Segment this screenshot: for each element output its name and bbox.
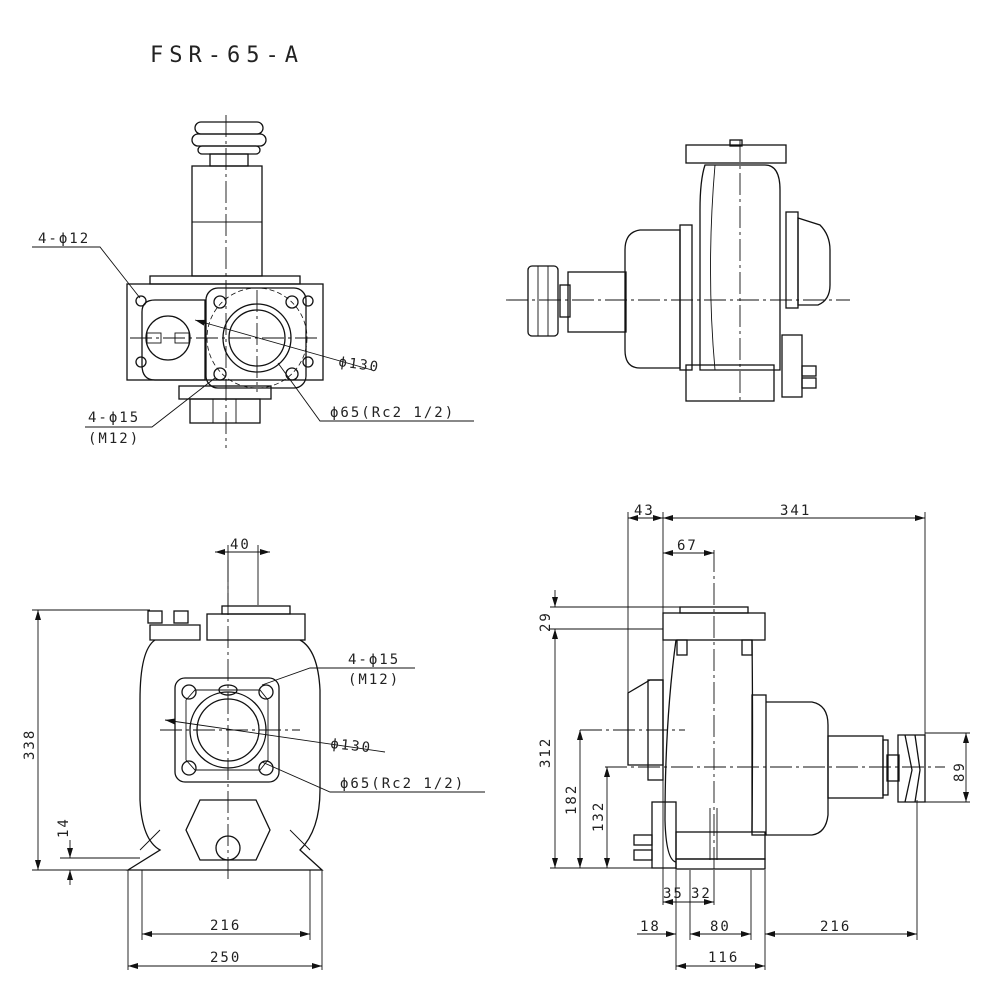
dim-341: 341 — [780, 503, 811, 519]
dim-32: 32 — [691, 886, 712, 902]
priming-cover — [627, 679, 664, 766]
volute-casing — [664, 639, 754, 863]
dim-67: 67 — [677, 538, 698, 554]
pulley — [527, 265, 559, 337]
bolt-hole — [258, 760, 274, 776]
port-label: ϕ65(Rc2 1/2) — [340, 776, 465, 792]
pulley — [191, 121, 267, 167]
dim-250: 250 — [210, 950, 241, 966]
model-title: FSR-65-A — [150, 43, 304, 68]
bolt-hole — [213, 367, 227, 381]
drain-boss — [185, 799, 271, 861]
dim-312: 312 — [538, 737, 554, 768]
bearing-housing — [624, 229, 681, 369]
dim-132: 132 — [591, 801, 607, 832]
pulley — [897, 734, 926, 803]
base — [685, 364, 775, 402]
dim-216: 216 — [820, 919, 851, 935]
priming-cover — [797, 217, 831, 306]
casing-outline — [125, 639, 324, 871]
side-view-dimensioned: 43 341 67 29 312 182 132 89 35 32 18 — [538, 503, 970, 970]
discharge-flange — [206, 613, 306, 641]
base — [675, 831, 766, 860]
mount-plate — [149, 275, 301, 285]
dim-43: 43 — [634, 503, 655, 519]
bolt-hole — [285, 295, 299, 309]
flange-holes-label: 4-ϕ15 — [88, 410, 140, 426]
bolt-hole — [258, 684, 274, 700]
dim-40: 40 — [230, 537, 251, 553]
dim-29: 29 — [538, 611, 554, 632]
dim-338: 338 — [22, 729, 38, 760]
dim-116: 116 — [708, 950, 739, 966]
flange-thread-label: (M12) — [348, 672, 400, 688]
dim-89: 89 — [952, 761, 968, 782]
volute-casing — [699, 164, 781, 371]
dim-14: 14 — [56, 817, 72, 838]
bearing-housing — [766, 701, 829, 836]
pcd-label: ϕ130 — [337, 354, 381, 376]
pcd-label: ϕ130 — [330, 736, 373, 756]
bolt-hole — [213, 295, 227, 309]
bolt-holes-label: 4-ϕ12 — [38, 231, 90, 247]
top-view: 4-ϕ12 ϕ130 4-ϕ15 (M12) ϕ65(Rc2 1/2) — [32, 115, 474, 448]
body-outline — [126, 283, 324, 381]
flange-holes-label: 4-ϕ15 — [348, 652, 400, 668]
dim-216: 216 — [210, 918, 241, 934]
bearing-column — [191, 165, 263, 277]
front-view: 40 338 14 4-ϕ15 (M12) ϕ130 ϕ65(Rc2 1/2) … — [22, 537, 485, 970]
bolt-hole — [181, 684, 197, 700]
dim-35: 35 — [663, 886, 684, 902]
dim-80: 80 — [710, 919, 731, 935]
bolt-hole — [181, 760, 197, 776]
dim-18: 18 — [640, 919, 661, 935]
discharge-flange — [685, 144, 787, 164]
side-view-top — [506, 139, 850, 402]
dim-182: 182 — [564, 784, 580, 815]
bolt-hole — [285, 367, 299, 381]
port-label: ϕ65(Rc2 1/2) — [330, 405, 455, 421]
shaft — [567, 271, 627, 333]
flange-thread-label: (M12) — [88, 431, 140, 447]
